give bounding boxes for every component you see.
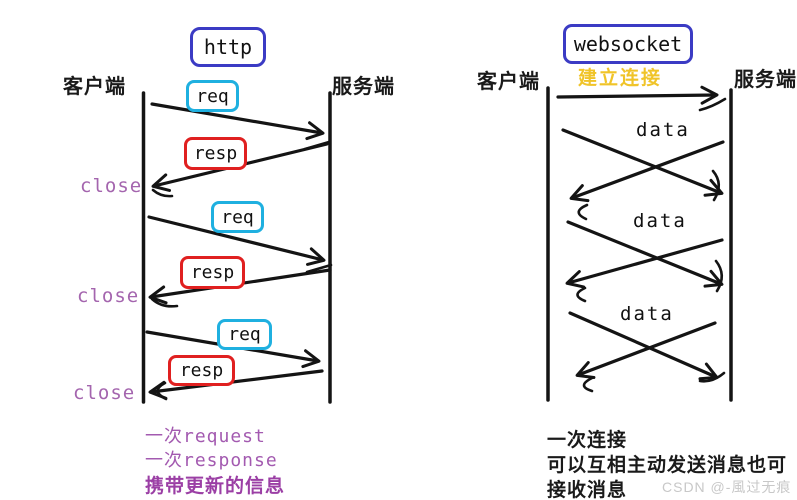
connect-arrow xyxy=(556,85,719,105)
websocket-note-1: 一次连接 xyxy=(547,430,628,451)
sketch-flicks-left xyxy=(150,140,333,401)
req-tag-3: req xyxy=(217,319,272,350)
data3-arrow-right xyxy=(568,311,719,381)
req-tag-2: req xyxy=(211,201,264,233)
http-note-carry-info: 携带更新的信息 xyxy=(145,475,286,497)
websocket-server-label: 服务端 xyxy=(734,69,797,91)
close-label-3: close xyxy=(73,382,136,404)
req-tag-1-label: req xyxy=(196,85,229,107)
http-note-request: 一次request xyxy=(145,426,266,447)
resp-tag-1-label: resp xyxy=(193,143,238,164)
req-tag-3-label: req xyxy=(228,324,261,345)
resp-tag-2: resp xyxy=(180,256,245,289)
resp-tag-3-label: resp xyxy=(179,360,224,381)
resp-tag-1: resp xyxy=(184,137,247,170)
http-protocol-box: http xyxy=(190,27,266,67)
csdn-watermark: CSDN @-風过无痕 xyxy=(662,479,792,495)
websocket-protocol-label: websocket xyxy=(573,32,683,56)
websocket-client-label: 客户端 xyxy=(477,71,540,93)
resp-arrow-3 xyxy=(148,369,324,400)
data2-arrow-right xyxy=(566,220,724,288)
data1-arrow-left xyxy=(569,140,725,203)
req-tag-1: req xyxy=(186,80,239,112)
data-label-3: data xyxy=(620,303,674,325)
resp-tag-2-label: resp xyxy=(190,262,235,283)
close-label-1: close xyxy=(80,175,143,197)
http-server-label: 服务端 xyxy=(332,76,395,98)
websocket-note-3: 接收消息 xyxy=(547,480,628,500)
req-tag-2-label: req xyxy=(221,206,254,228)
data-label-1: data xyxy=(636,119,690,141)
http-protocol-label: http xyxy=(203,35,253,59)
websocket-protocol-box: websocket xyxy=(563,24,693,64)
data1-arrow-right xyxy=(561,128,724,197)
connect-label: 建立连接 xyxy=(578,68,663,89)
sketch-flicks-right xyxy=(576,97,727,393)
websocket-lifelines xyxy=(546,86,733,402)
data-label-2: data xyxy=(633,210,687,232)
websocket-note-2: 可以互相主动发送消息也可 xyxy=(547,455,788,476)
close-label-2: close xyxy=(77,285,140,307)
resp-tag-3: resp xyxy=(168,355,235,386)
http-lifelines xyxy=(141,91,332,404)
websocket-arrows xyxy=(556,85,727,393)
data3-arrow-left xyxy=(575,321,717,380)
http-note-response: 一次response xyxy=(145,450,278,471)
req-arrow-1 xyxy=(150,102,325,141)
req-arrow-2 xyxy=(147,215,326,266)
http-client-label: 客户端 xyxy=(63,76,126,98)
data2-arrow-left xyxy=(565,238,724,289)
